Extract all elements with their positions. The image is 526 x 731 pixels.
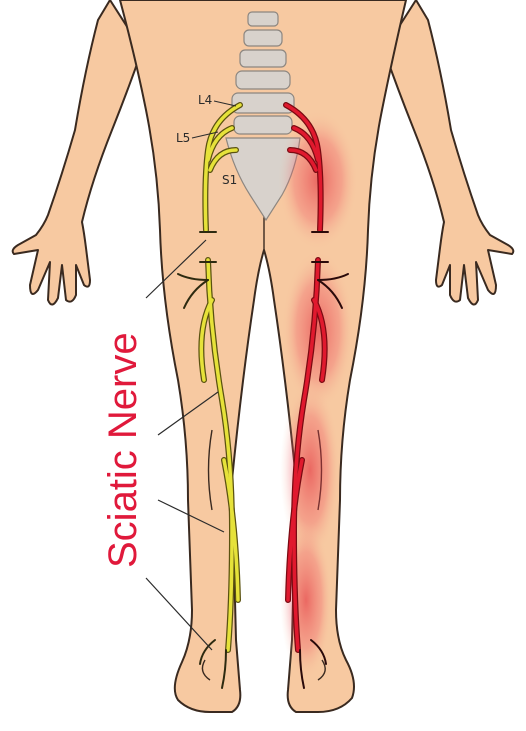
right-arm [384, 0, 513, 305]
vertebra [240, 50, 286, 67]
label-l4: L4 [198, 93, 212, 107]
vertebra [244, 30, 282, 46]
vertebra [234, 116, 292, 134]
diagram-title: Sciatic Nerve [101, 332, 145, 568]
label-l5: L5 [176, 131, 190, 145]
left-arm [13, 0, 142, 305]
label-s1: S1 [222, 173, 237, 187]
vertebra [236, 71, 290, 89]
vertebra [248, 12, 278, 26]
